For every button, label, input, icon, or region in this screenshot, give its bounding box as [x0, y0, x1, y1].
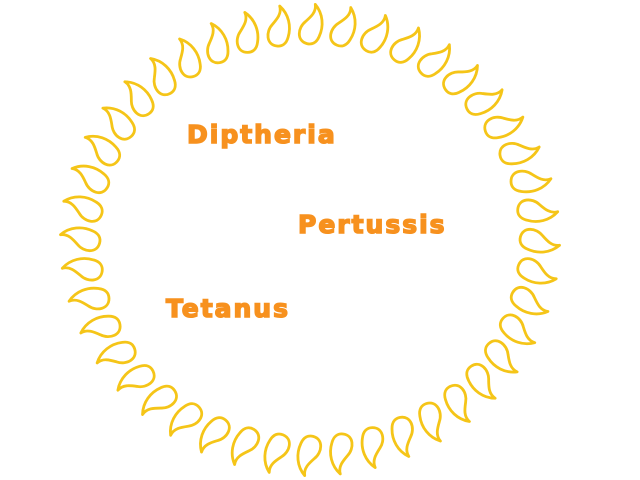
paisley-drop-icon: [390, 415, 414, 458]
paisley-drop-icon: [498, 313, 537, 346]
paisley-drop-icon: [484, 339, 519, 374]
paisley-drop-icon: [178, 37, 202, 79]
paisley-drop-icon: [263, 432, 291, 474]
paisley-drop-icon: [149, 57, 177, 97]
paisley-drop-icon: [95, 340, 137, 365]
paisley-drop-icon: [67, 286, 111, 311]
paisley-drop-icon: [297, 3, 324, 46]
label-diptheria: Diptheria: [186, 120, 337, 149]
paisley-drop-icon: [516, 198, 560, 223]
paisley-drop-icon: [101, 106, 136, 141]
paisley-drop-icon: [79, 314, 122, 339]
paisley-drop-icon: [442, 64, 479, 96]
paisley-drop-icon: [509, 169, 553, 194]
paisley-drop-icon: [59, 226, 102, 253]
paisley-drop-icon: [516, 257, 558, 285]
paisley-drop-icon: [266, 4, 291, 48]
label-pertussis: Pertussis: [297, 210, 447, 239]
paisley-drop-icon: [329, 432, 354, 476]
paisley-drop-icon: [464, 88, 504, 116]
paisley-drop-icon: [360, 426, 385, 469]
paisley-drop-icon: [359, 14, 390, 54]
paisley-drop-icon: [116, 364, 156, 392]
paisley-drop-icon: [206, 22, 230, 65]
paisley-drop-icon: [483, 115, 525, 140]
paisley-drop-icon: [83, 134, 122, 167]
paisley-drop-icon: [70, 164, 111, 195]
paisley-drop-icon: [498, 141, 541, 166]
paisley-drop-icon: [443, 383, 471, 423]
paisley-drop-icon: [416, 43, 451, 78]
paisley-drop-icon: [418, 401, 442, 443]
paisley-drop-icon: [169, 402, 204, 437]
paisley-drop-icon: [329, 6, 357, 48]
paisley-drop-icon: [141, 384, 178, 416]
paisley-drop-icon: [465, 362, 497, 400]
paisley-drop-icon: [389, 26, 421, 64]
paisley-drop-icon: [62, 195, 104, 223]
paisley-drop-icon: [296, 434, 323, 477]
paisley-drop-icon: [199, 416, 231, 454]
paisley-drop-icon: [235, 11, 260, 54]
paisley-drop-icon: [60, 257, 104, 282]
paisley-drop-icon: [509, 285, 550, 316]
paisley-drop-icon: [518, 227, 561, 254]
label-tetanus: Tetanus: [165, 294, 290, 323]
paisley-drop-icon: [123, 80, 155, 118]
paisley-drop-icon: [230, 426, 261, 466]
